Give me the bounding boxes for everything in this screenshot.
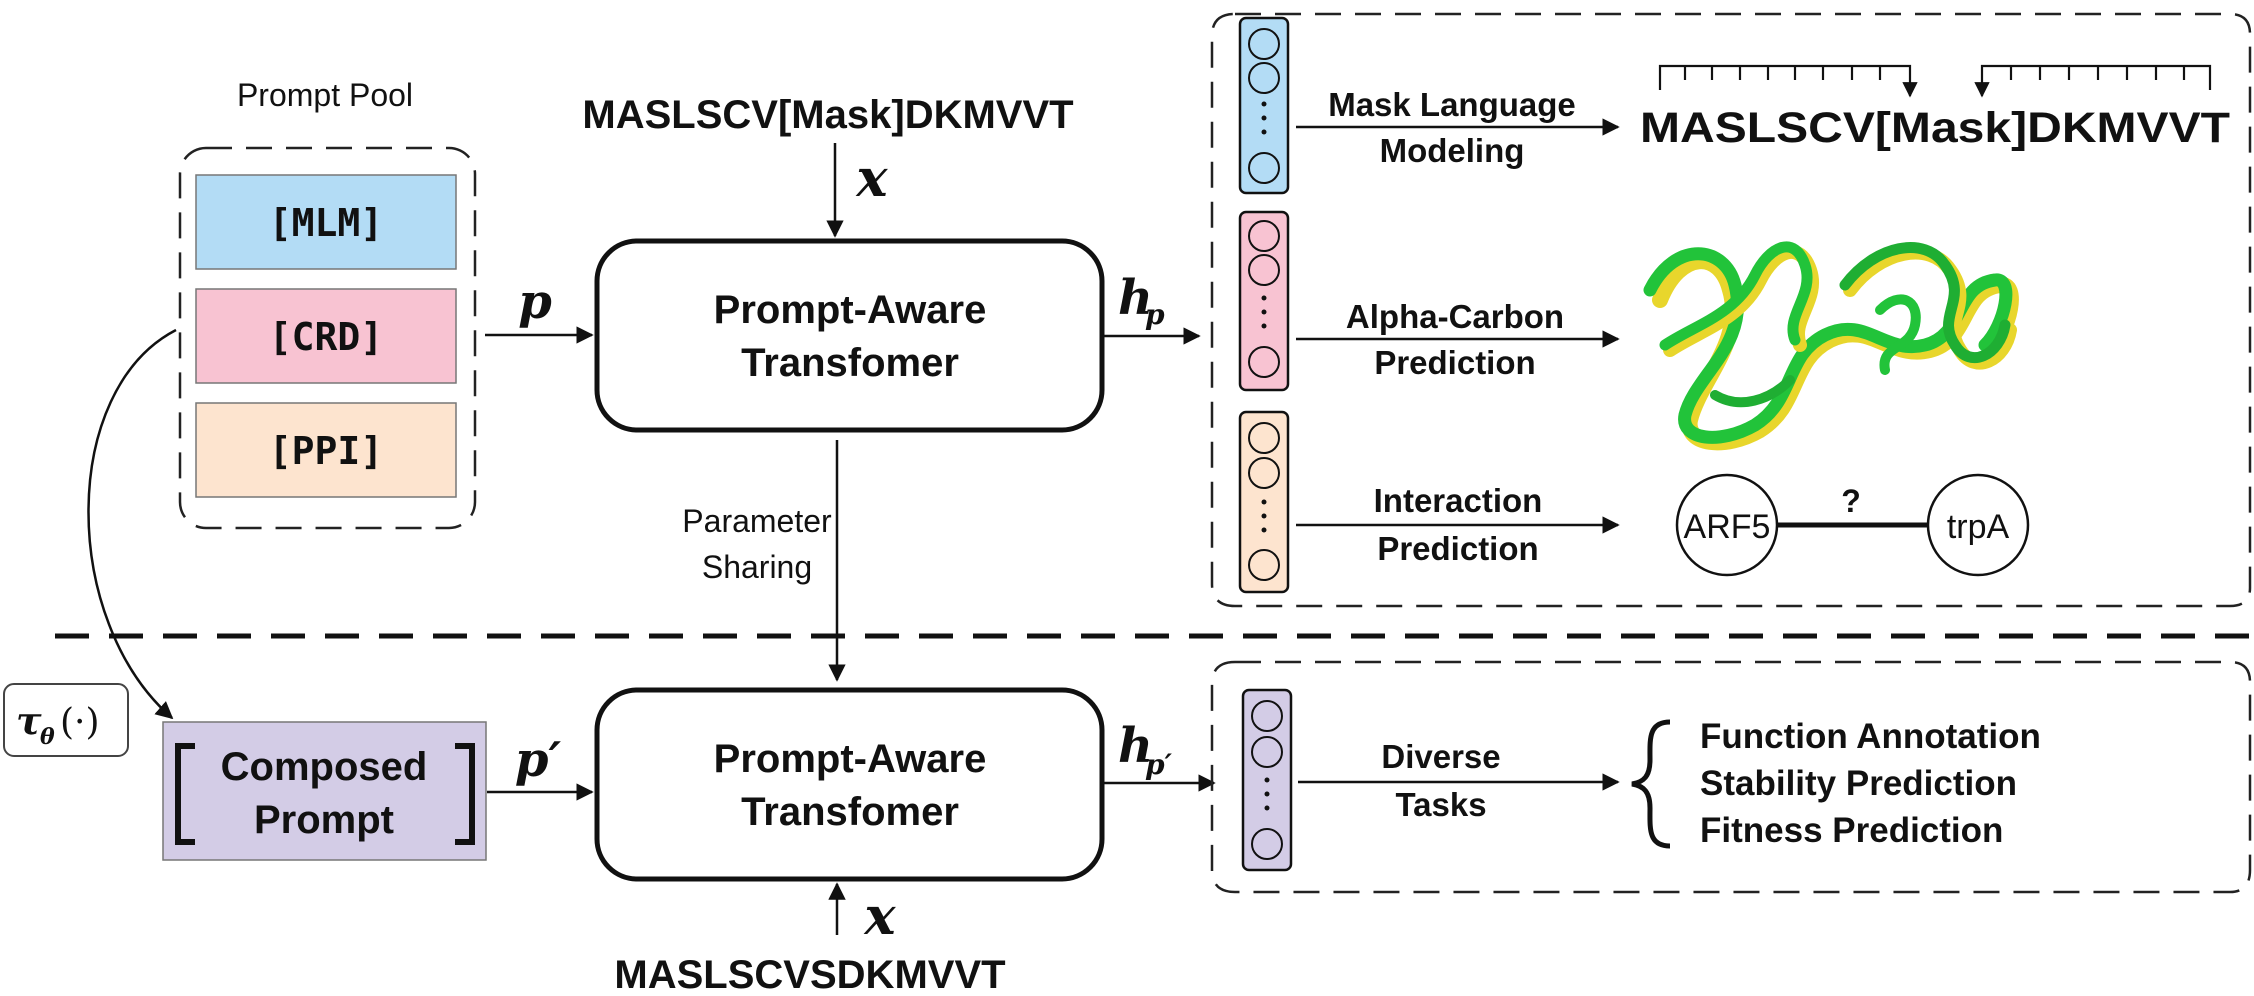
edge-label: ? xyxy=(1841,483,1861,519)
bottom-transformer-line1: Prompt-Aware xyxy=(714,737,987,781)
node-arf5 xyxy=(1675,473,1779,577)
node-trpa xyxy=(1926,473,2030,577)
task-mlm-line2: Modeling xyxy=(1380,132,1525,169)
svg-text:τ: τ xyxy=(16,698,42,743)
prompt-mlm: [MLM] xyxy=(195,174,457,270)
composed-prompt: Composed Prompt xyxy=(162,721,487,861)
svg-text:p′: p′ xyxy=(1145,748,1173,781)
node-b-label: trpA xyxy=(1947,508,2010,546)
mlm-result-sequence: MASLSCV[Mask]DKMVVT xyxy=(1640,104,2230,152)
task-ppi-line2: Prediction xyxy=(1377,530,1538,567)
top-transformer-box xyxy=(594,238,1105,433)
bottom-transformer-line2: Transfomer xyxy=(741,790,959,834)
task-crd-line2: Prediction xyxy=(1374,344,1535,381)
top-transformer-line2: Transfomer xyxy=(741,341,959,385)
mlm-bracket-left xyxy=(1658,64,1918,98)
top-output-symbol: h p xyxy=(1118,270,1165,331)
sharing-line1: Parameter xyxy=(682,503,832,539)
prompt-crd-label: [CRD] xyxy=(269,315,383,359)
interaction-graph: ARF5 trpA ? xyxy=(1675,473,2030,577)
bracket-left-icon xyxy=(175,743,195,845)
top-prompt-symbol: p xyxy=(518,274,552,330)
bottom-prompt-symbol: p′ xyxy=(515,732,562,788)
svg-text:θ: θ xyxy=(40,724,55,750)
bracket-right-icon xyxy=(455,743,475,845)
bottom-output-symbol: h p′ xyxy=(1118,718,1173,781)
diverse-tasks-panel xyxy=(1210,660,2252,894)
sharing-line2: Sharing xyxy=(702,549,812,585)
composed-line1: Composed xyxy=(221,745,428,789)
prompt-ppi: [PPI] xyxy=(195,402,457,498)
composed-line2: Prompt xyxy=(254,798,394,842)
prompt-crd: [CRD] xyxy=(195,288,457,384)
task-crd-embedding xyxy=(1238,210,1290,392)
bottom-input-symbol: x xyxy=(863,886,896,947)
task-mlm-line1: Mask Language xyxy=(1328,86,1576,123)
top-input-symbol: x xyxy=(855,148,888,209)
bottom-input-sequence: MASLSCVSDKMVVT xyxy=(614,953,1005,996)
top-transformer-line1: Prompt-Aware xyxy=(714,288,987,332)
task-ppi-line1: Interaction xyxy=(1374,482,1543,519)
tasks-panel xyxy=(1210,12,2252,608)
protein-structure-icon xyxy=(1643,241,2019,451)
task-list-3: Fitness Prediction xyxy=(1700,811,2003,850)
svg-text:p: p xyxy=(1145,298,1165,331)
compose-curve-arrow xyxy=(87,328,177,720)
svg-text:(·): (·) xyxy=(60,702,100,743)
brace-icon xyxy=(1631,719,1671,849)
diverse-task-embedding xyxy=(1241,688,1293,872)
prompt-mlm-label: [MLM] xyxy=(269,201,383,245)
task-mlm-embedding xyxy=(1238,16,1290,195)
svg-text:h: h xyxy=(1118,270,1153,326)
node-a-label: ARF5 xyxy=(1684,508,1771,546)
mlm-bracket-right xyxy=(1974,64,2212,98)
prompt-pool-container xyxy=(178,146,477,530)
diverse-line1: Diverse xyxy=(1381,738,1500,775)
task-ppi-embedding xyxy=(1238,410,1290,594)
task-list-1: Function Annotation xyxy=(1700,717,2041,756)
bottom-transformer-box xyxy=(594,687,1105,882)
diverse-line2: Tasks xyxy=(1395,786,1486,823)
svg-text:h: h xyxy=(1118,718,1153,774)
top-input-sequence: MASLSCV[Mask]DKMVVT xyxy=(582,93,1073,137)
tau-operator: τ θ (·) xyxy=(3,683,129,757)
prompt-pool-title: Prompt Pool xyxy=(237,77,413,113)
task-list-2: Stability Prediction xyxy=(1700,764,2017,803)
prompt-ppi-label: [PPI] xyxy=(269,429,383,473)
task-crd-line1: Alpha-Carbon xyxy=(1346,298,1564,335)
